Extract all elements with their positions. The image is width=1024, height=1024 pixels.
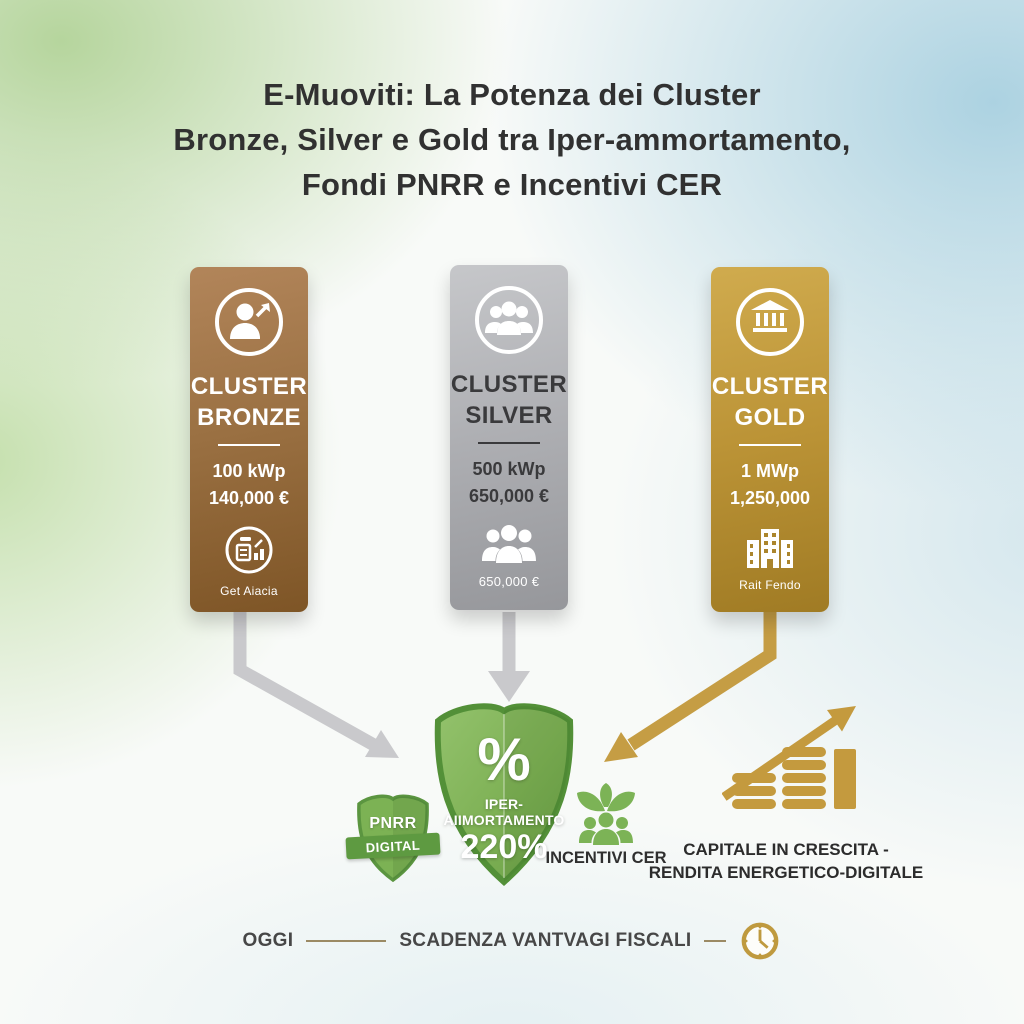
card-divider: [739, 444, 801, 446]
cluster-card-silver: CLUSTER SILVER 500 kWp 650,000 € 650,000…: [450, 265, 568, 610]
cluster-label: CLUSTER SILVER: [451, 369, 567, 431]
title-line-3: Fondi PNRR e Incentivi CER: [301, 167, 723, 202]
gold-arrowhead-icon: [604, 732, 638, 762]
bronze-arrow: [233, 612, 378, 751]
percent-symbol: %: [477, 726, 531, 793]
cluster-values: 1 MWp 1,250,000: [730, 458, 810, 512]
cluster-card-gold: CLUSTER GOLD 1 MWp 1,250,000 Rait Fendo: [711, 267, 829, 612]
shield-text: % IPER-AIIMORTAMENTO 220%: [428, 700, 580, 867]
clock-icon: [742, 922, 779, 960]
coins-growth-icon: [722, 706, 856, 809]
title-line-1: E-Muoviti: La Potenza dei Cluster: [263, 77, 761, 112]
cluster-power: 1 MWp: [740, 461, 799, 481]
timeline-start-label: OGGI: [242, 930, 294, 951]
timeline-milestone-label: SCADENZA VANTVAGI FISCALI: [399, 930, 692, 951]
cluster-value: 140,000 €: [208, 488, 290, 508]
timeline: OGGI SCADENZA VANTVAGI FISCALI: [0, 920, 1024, 962]
cluster-tier: SILVER: [465, 402, 553, 429]
person-growth-icon: [215, 288, 283, 356]
pnrr-digital-badge: PNRR DIGITAL: [345, 791, 441, 885]
cluster-values: 500 kWp 650,000 €: [469, 456, 549, 510]
report-chart-icon: [225, 526, 273, 574]
timeline-line: [306, 940, 387, 942]
bronze-arrowhead-icon: [365, 730, 399, 758]
shield-percent-icon: [434, 703, 574, 887]
cluster-value: 650,000 €: [468, 486, 550, 506]
buildings-icon: [747, 529, 793, 568]
people-group-icon: [475, 286, 543, 354]
bank-icon: [736, 288, 804, 356]
cluster-power: 500 kWp: [472, 459, 546, 479]
people-group-icon: [482, 525, 536, 563]
card-divider: [218, 444, 280, 446]
timeline-line-short: [704, 940, 727, 942]
shield-rate: 220%: [460, 828, 548, 866]
cluster-caption: Get Aiacia: [220, 584, 278, 598]
cluster-word: CLUSTER: [450, 371, 568, 398]
capitale-line-2: RENDITA ENERGETICO-DIGITALE: [648, 863, 924, 882]
iper-ammortamento-shield: % IPER-AIIMORTAMENTO 220%: [428, 700, 580, 890]
cluster-value: 1,250,000: [729, 488, 811, 508]
silver-arrowhead-icon: [488, 671, 530, 702]
page-title: E-Muoviti: La Potenza dei Cluster Bronze…: [0, 72, 1024, 207]
pnrr-label: PNRR: [369, 815, 417, 832]
leaves-people-icon: [577, 783, 635, 845]
cluster-power: 100 kWp: [212, 461, 286, 481]
cluster-tier: BRONZE: [197, 404, 301, 431]
cluster-word: CLUSTER: [711, 373, 829, 400]
digital-label: DIGITAL: [365, 837, 421, 855]
cluster-tier: GOLD: [734, 404, 806, 431]
shield-label: IPER-AIIMORTAMENTO: [443, 796, 565, 828]
cluster-word: CLUSTER: [190, 373, 308, 400]
cluster-card-bronze: CLUSTER BRONZE 100 kWp 140,000 € Get Aia…: [190, 267, 308, 612]
cluster-values: 100 kWp 140,000 €: [209, 458, 289, 512]
cluster-caption: Rait Fendo: [739, 578, 801, 592]
capitale-caption: CAPITALE IN CRESCITA - RENDITA ENERGETIC…: [648, 838, 924, 884]
incentivi-cer-label: INCENTIVI CER: [545, 849, 667, 867]
card-divider: [478, 442, 540, 444]
capitale-line-1: CAPITALE IN CRESCITA -: [683, 840, 889, 859]
cluster-label: CLUSTER BRONZE: [191, 371, 307, 433]
cluster-caption: 650,000 €: [478, 574, 540, 589]
cluster-label: CLUSTER GOLD: [712, 371, 828, 433]
title-line-2: Bronze, Silver e Gold tra Iper-ammortame…: [173, 122, 851, 157]
